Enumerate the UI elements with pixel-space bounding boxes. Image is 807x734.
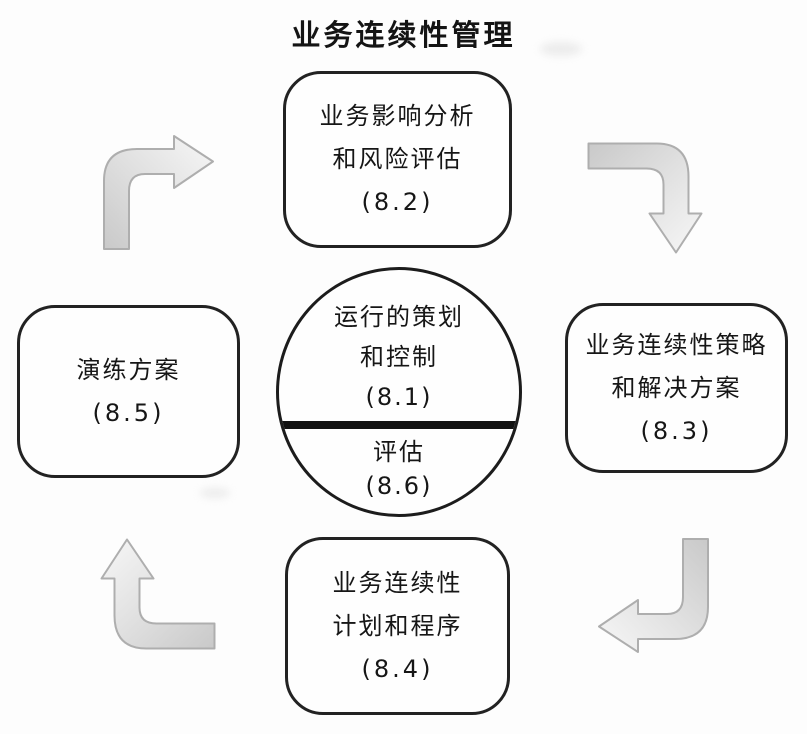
- diagram-title: 业务连续性管理: [291, 18, 516, 52]
- circle-clause-number: (8.6): [365, 472, 433, 500]
- node-business-impact-analysis: 业务影响分析 和风险评估 (8.2): [283, 71, 512, 248]
- node-clause-number: (8.3): [640, 416, 713, 445]
- center-circle: 运行的策划 和控制 (8.1) 评估 (8.6): [276, 267, 522, 517]
- circle-label: 评估: [373, 438, 425, 466]
- node-label: 业务连续性: [332, 568, 463, 597]
- node-label: 业务连续性策略: [585, 330, 768, 359]
- node-exercise-program: 演练方案 (8.5): [17, 305, 240, 478]
- node-clause-number: (8.4): [361, 654, 434, 683]
- node-continuity-plans: 业务连续性 计划和程序 (8.4): [285, 537, 510, 715]
- node-label: 计划和程序: [332, 611, 463, 640]
- circle-upper-section: 运行的策划 和控制 (8.1): [279, 297, 519, 417]
- node-label: 演练方案: [76, 355, 181, 384]
- arrow-left-to-top-icon: [103, 135, 215, 250]
- node-clause-number: (8.2): [361, 188, 434, 216]
- circle-lower-section: 评估 (8.6): [279, 435, 519, 503]
- scan-artifact: [200, 488, 230, 498]
- circle-label: 和控制: [360, 343, 438, 371]
- scan-artifact: [540, 42, 582, 56]
- circle-clause-number: (8.1): [365, 383, 433, 411]
- node-continuity-strategy: 业务连续性策略 和解决方案 (8.3): [565, 303, 788, 473]
- arrow-right-to-bottom-icon: [597, 538, 709, 653]
- node-label: 业务影响分析: [319, 102, 476, 130]
- circle-label: 运行的策划: [334, 303, 464, 331]
- node-label: 和解决方案: [611, 373, 742, 402]
- arrow-bottom-to-left-icon: [100, 538, 216, 650]
- node-label: 和风险评估: [332, 145, 463, 173]
- circle-divider-bar: [279, 421, 519, 429]
- arrow-top-to-right-icon: [587, 142, 703, 255]
- node-clause-number: (8.5): [92, 398, 165, 427]
